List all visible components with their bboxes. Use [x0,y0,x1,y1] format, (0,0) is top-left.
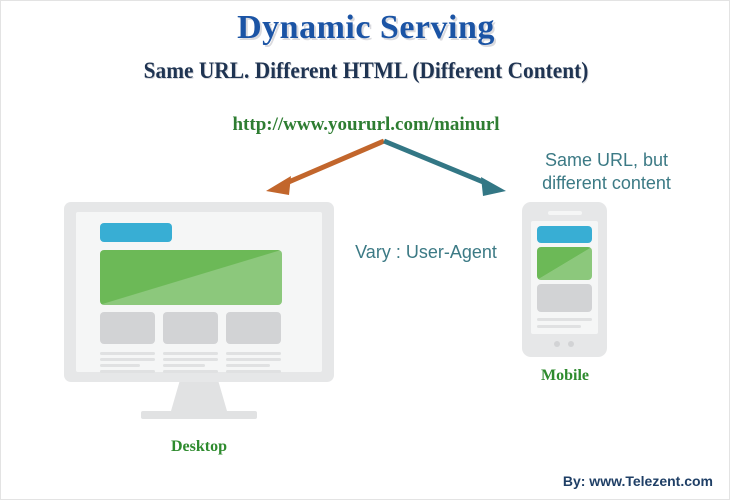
desktop-text-line [163,352,218,355]
monitor-bezel [64,202,334,382]
mobile-label: Mobile [541,367,589,384]
desktop-text-line [226,352,281,355]
desktop-text-line [226,370,281,373]
arrow-to-desktop-icon [266,138,385,195]
desktop-card-2 [163,312,218,344]
desktop-text-line [163,370,218,373]
mobile-card-1 [537,284,592,312]
phone-button-dot [568,341,574,347]
hero-sheen [100,250,282,305]
phone-screen [531,221,598,334]
same-url-annotation: Same URL, but different content [499,149,714,195]
desktop-monitor-icon [64,202,334,424]
mobile-hero-banner [537,247,592,280]
arrow-to-mobile-icon [383,138,506,196]
url-label: http://www.yoururl.com/mainurl [232,114,500,135]
vary-header-annotation: Vary : User-Agent [355,242,497,262]
footer-credit: By: www.Telezent.com [562,473,713,489]
same-url-line-2: different content [542,173,671,193]
desktop-text-line [100,364,140,367]
page-title: Dynamic Serving [237,9,495,46]
desktop-text-line [100,358,155,361]
mobile-nav-bar [537,226,592,243]
page-subtitle: Same URL. Different HTML (Different Cont… [143,58,589,83]
monitor-screen [76,212,322,373]
desktop-hero-banner [100,250,282,305]
mobile-text-line [537,318,592,321]
desktop-text-line [163,358,218,361]
desktop-label: Desktop [170,438,227,455]
same-url-line-1: Same URL, but [544,150,669,170]
monitor-neck [171,382,227,411]
desktop-nav-bar [100,223,172,242]
desktop-text-line [100,352,155,355]
mobile-phone-icon [522,202,607,357]
desktop-text-line [226,358,281,361]
hero-sheen [537,247,592,280]
monitor-base [141,411,257,419]
desktop-card-1 [100,312,155,344]
desktop-card-3 [226,312,281,344]
desktop-text-line [163,364,205,367]
phone-speaker-icon [548,211,582,215]
desktop-text-line [226,364,270,367]
phone-button-dot [554,341,560,347]
phone-body [522,202,607,357]
desktop-text-line [100,370,155,373]
mobile-text-line [537,325,581,328]
